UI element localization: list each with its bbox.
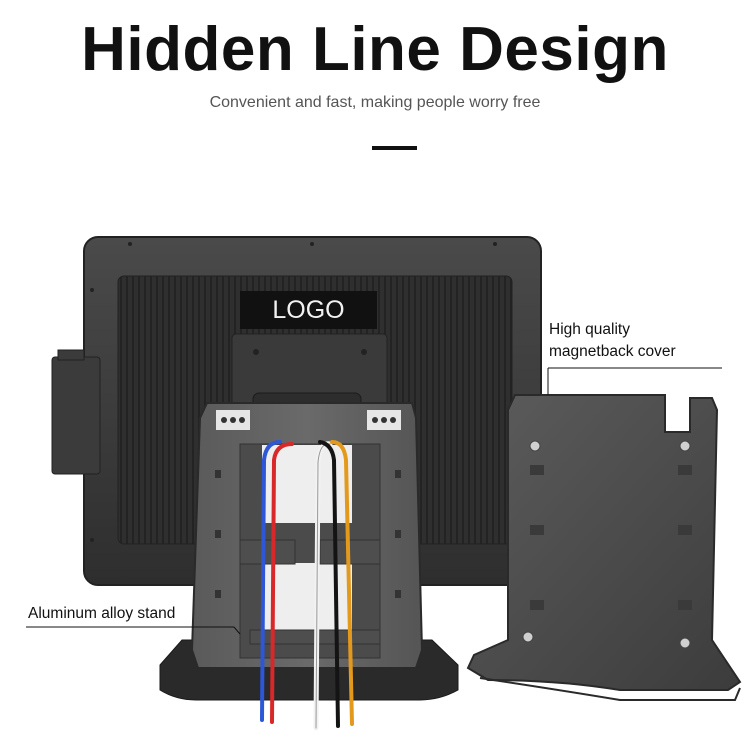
page-title: Hidden Line Design — [81, 15, 669, 84]
callout-cover-line-2: magnetback cover — [549, 343, 676, 360]
side-card-reader — [51, 349, 101, 475]
hidden-cables — [260, 440, 354, 731]
magnetic-back-cover — [466, 394, 742, 701]
page-subtitle: Convenient and fast, making people worry… — [209, 94, 541, 111]
callout-cover-line-1: High quality — [549, 321, 630, 338]
callout-lines — [26, 367, 722, 635]
callout-stand: Aluminum alloy stand — [28, 605, 176, 622]
aluminum-stand — [159, 392, 459, 701]
logo-plate-text: LOGO — [272, 296, 345, 324]
title-divider — [372, 146, 417, 150]
callout-cover: High quality magnetback cover — [549, 319, 676, 363]
